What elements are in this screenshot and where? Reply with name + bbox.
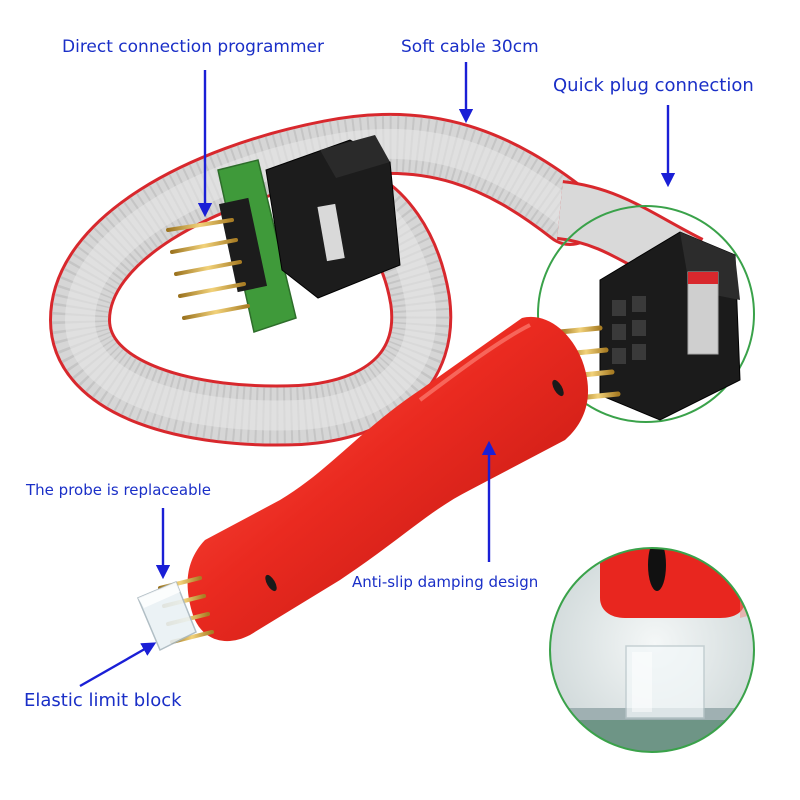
probe-handle	[187, 316, 621, 642]
label-quick-plug: Quick plug connection	[553, 75, 754, 96]
probe-tip	[137, 576, 214, 652]
label-anti-slip: Anti-slip damping design	[352, 573, 539, 591]
probe-tip-detail-inset	[549, 547, 755, 753]
quick-plug-callout-circle	[537, 205, 755, 423]
idc-connector	[599, 231, 741, 421]
label-elastic-limit: Elastic limit block	[24, 690, 182, 711]
label-soft-cable: Soft cable 30cm	[401, 37, 539, 57]
annotation-arrows	[79, 62, 676, 688]
label-direct-connection: Direct connection programmer	[62, 37, 324, 57]
label-probe-replaceable: The probe is replaceable	[26, 481, 212, 499]
programmer-pins	[166, 218, 250, 320]
arrow-elastic-limit	[79, 642, 157, 688]
programmer-adapter	[166, 135, 401, 333]
